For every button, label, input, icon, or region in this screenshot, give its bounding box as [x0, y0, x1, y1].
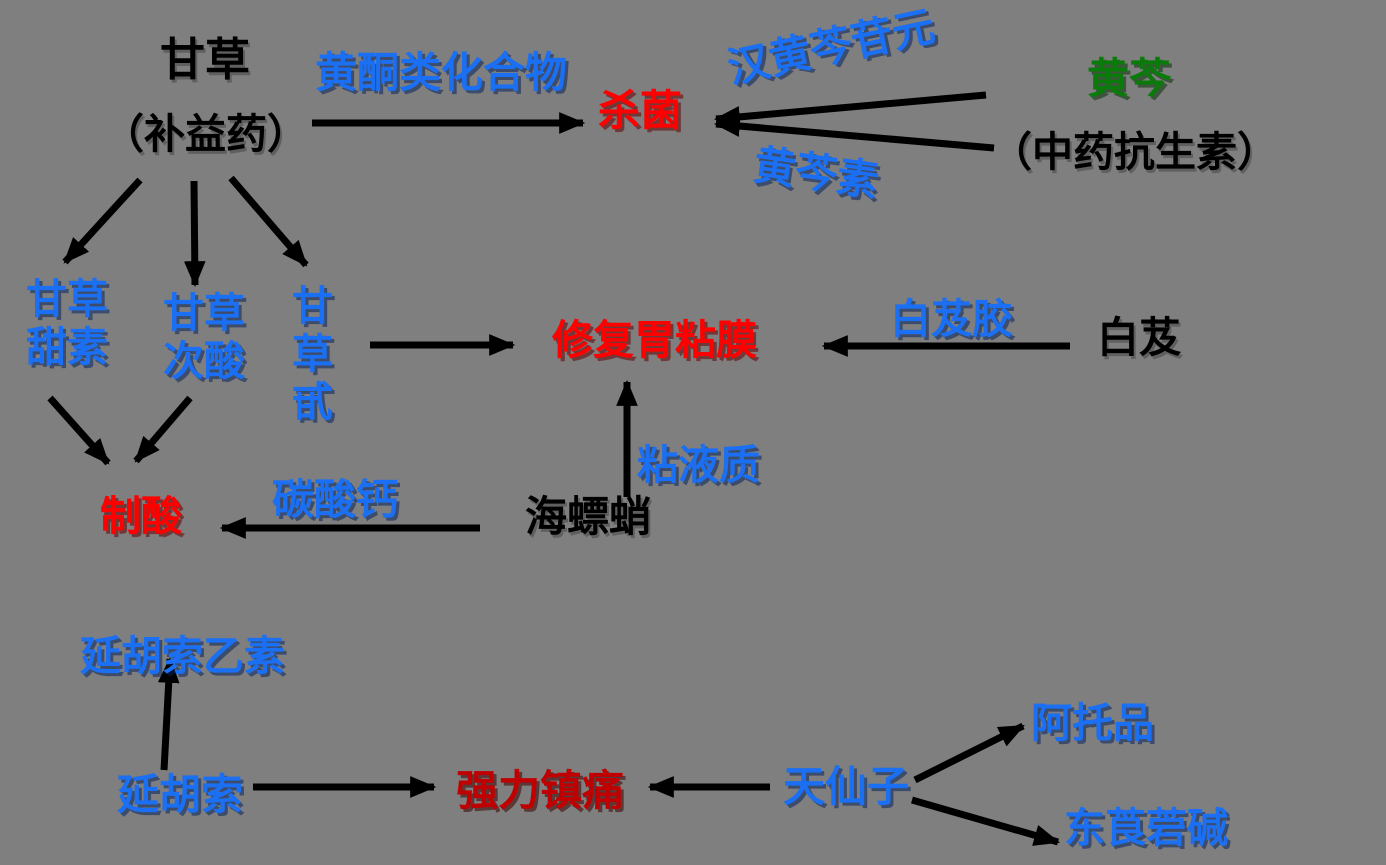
- node-gancao-note: （补益药）: [103, 110, 308, 158]
- edge-cisuan-to-zhisuan: [133, 395, 193, 464]
- node-gancao-cisuan: 甘草 次酸: [163, 289, 245, 385]
- node-baijijiao: 白芨胶: [890, 295, 1013, 343]
- edge-huangqin-to-shajun-upper: [713, 91, 987, 128]
- node-yanhusuo: 延胡索: [117, 770, 244, 819]
- edge-gancao-to-tiansu: [62, 177, 143, 265]
- node-yanhusuo-yisu: 延胡索乙素: [80, 632, 285, 680]
- node-huangtong: 黄酮类化合物: [315, 48, 568, 97]
- node-shajun: 杀菌: [598, 86, 683, 135]
- edge-yanhusuo-to-yisu: [157, 656, 180, 771]
- node-gancao-tiansu: 甘草 甜素: [26, 275, 108, 371]
- edge-tianxianzi-to-atuopin: [913, 722, 1025, 784]
- node-xiufu: 修复胃粘膜: [552, 316, 757, 364]
- edge-huangqin-to-shajun-lower: [713, 115, 995, 152]
- node-zhongyao-note: （中药抗生素）: [991, 128, 1278, 176]
- node-atuopin: 阿托品: [1031, 699, 1154, 747]
- node-donglangdang: 东莨菪碱: [1064, 804, 1228, 852]
- node-haipiaoxiao: 海螵蛸: [525, 492, 652, 541]
- edge-gancao-to-cisuan: [183, 180, 206, 288]
- node-baiji: 白芨: [1097, 313, 1182, 362]
- node-qiangli-zhentong: 强力镇痛: [456, 766, 625, 815]
- edge-tianxianzi-to-donglangdang: [911, 796, 1061, 846]
- node-tianxianzi: 天仙子: [783, 762, 910, 811]
- edge-tiansu-to-zhisuan: [47, 395, 111, 466]
- node-gancao: 甘草: [160, 33, 251, 86]
- node-zhisuan: 制酸: [100, 492, 182, 540]
- edge-gancao-to-dai: [228, 175, 309, 268]
- node-nianyezhi: 粘液质: [637, 441, 760, 489]
- node-tansuangai: 碳酸钙: [272, 475, 399, 524]
- node-gancao-dai: 甘 草 甙: [292, 282, 333, 426]
- node-huangqin: 黄芩: [1087, 54, 1172, 103]
